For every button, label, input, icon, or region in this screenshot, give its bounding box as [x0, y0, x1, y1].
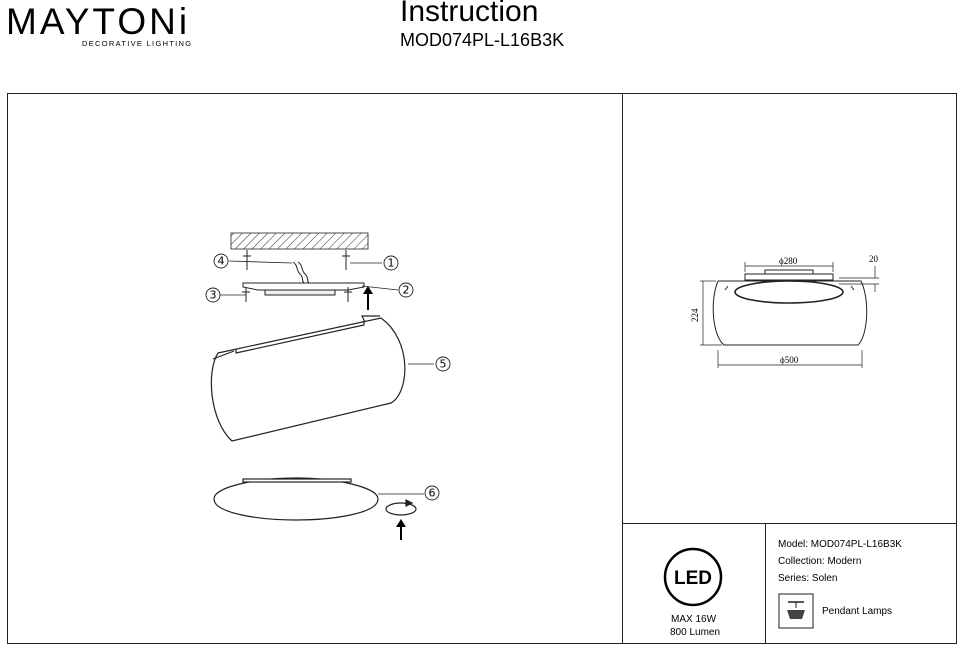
callout-3: 3: [210, 289, 217, 302]
mounting-bracket: [242, 261, 365, 296]
brand-logo: MAYTONi: [6, 1, 191, 42]
screw-3: [242, 287, 250, 302]
dimension-lines: [700, 262, 879, 368]
collection-line: Collection: Modern: [778, 556, 862, 567]
brand-tagline: DECORATIVE LIGHTING: [82, 39, 193, 48]
dim-height: 224: [690, 308, 700, 322]
series-line: Series: Solen: [778, 573, 838, 584]
callout-5: 5: [440, 358, 447, 371]
dimensioned-lamp: [712, 269, 868, 346]
model-code: MOD074PL-L16B3K: [400, 30, 565, 50]
pendant-lamp-icon: [778, 593, 814, 629]
callout-4: 4: [218, 255, 225, 268]
up-arrow-icon: [363, 286, 373, 310]
ceiling: [230, 232, 369, 250]
product-info-panel: [765, 523, 957, 644]
type-label: Pendant Lamps: [822, 606, 893, 617]
lumen-label: 800 Lumen: [670, 627, 721, 638]
dim-diameter: ϕ500: [780, 355, 799, 365]
screw-4: [243, 250, 251, 270]
dim-top-diameter: ϕ280: [779, 256, 798, 266]
led-badge-label: LED: [674, 568, 712, 589]
callout-2: 2: [403, 284, 410, 297]
screw-3b: [344, 287, 352, 302]
callout-6: 6: [429, 487, 436, 500]
rotate-arrow-icon: [385, 499, 417, 516]
power-label: MAX 16W: [671, 614, 717, 625]
up-arrow-icon-2: [396, 519, 406, 540]
callout-circles: [205, 253, 451, 501]
screw-1: [342, 250, 350, 270]
model-line: Model: MOD074PL-L16B3K: [778, 539, 902, 550]
lamp-shade: [210, 315, 406, 442]
callout-1: 1: [388, 257, 395, 270]
led-badge-icon: [663, 547, 723, 607]
page-title: Instruction: [400, 0, 539, 28]
callout-leaders: [218, 260, 434, 495]
dim-bracket-height: 20: [869, 254, 879, 264]
diffuser: [213, 477, 379, 521]
